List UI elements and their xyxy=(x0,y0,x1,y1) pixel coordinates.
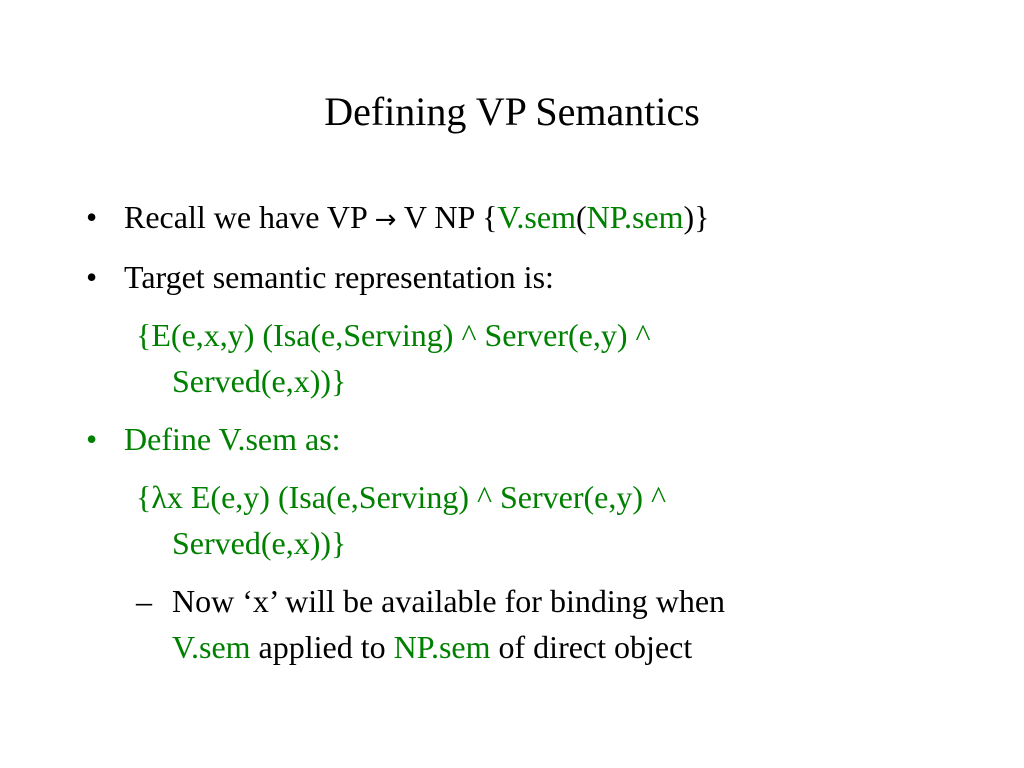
formula-open-brace: { xyxy=(136,479,152,515)
applied-to-text: applied to xyxy=(250,629,394,665)
formula-body: x E(e,y) (Isa(e,Serving) ^ Server(e,y) ^ xyxy=(166,479,667,515)
direct-object-text: of direct object xyxy=(490,629,693,665)
recall-close: )} xyxy=(683,199,710,235)
vsem-formula-line-2: Served(e,x))} xyxy=(172,525,347,561)
lambda-symbol: λ xyxy=(151,479,167,515)
recall-open-paren: ( xyxy=(575,199,587,235)
vsem-formula-line-1: {λx E(e,y) (Isa(e,Serving) ^ Server(e,y)… xyxy=(136,478,666,516)
sub-bullet-dash: – xyxy=(136,583,152,619)
bullet-marker: • xyxy=(86,259,98,295)
bullet-marker: • xyxy=(86,199,98,235)
slide-title: Defining VP Semantics xyxy=(324,89,700,134)
sub-bullet-binding-line-2: V.sem applied to NP.sem of direct object xyxy=(172,628,692,666)
bullet-marker: • xyxy=(86,421,98,457)
npsem-term: NP.sem xyxy=(393,629,491,665)
npsem-term: NP.sem xyxy=(586,199,684,235)
bullet-define-vsem: Define V.sem as: xyxy=(124,421,341,457)
vsem-term: V.sem xyxy=(172,629,251,665)
target-formula-line-1: {E(e,x,y) (Isa(e,Serving) ^ Server(e,y) … xyxy=(136,317,651,353)
bullet-recall-vp: Recall we have VP → V NP {V.sem(NP.sem)} xyxy=(124,198,710,239)
bullet-target-representation: Target semantic representation is: xyxy=(124,259,554,295)
sub-bullet-binding-line-1: Now ‘x’ will be available for binding wh… xyxy=(172,583,726,619)
recall-prefix: Recall we have VP xyxy=(124,199,375,235)
vsem-term: V.sem xyxy=(497,199,576,235)
right-arrow-icon: → xyxy=(374,205,397,235)
target-formula-line-2: Served(e,x))} xyxy=(172,363,347,399)
recall-middle: V NP { xyxy=(396,199,498,235)
